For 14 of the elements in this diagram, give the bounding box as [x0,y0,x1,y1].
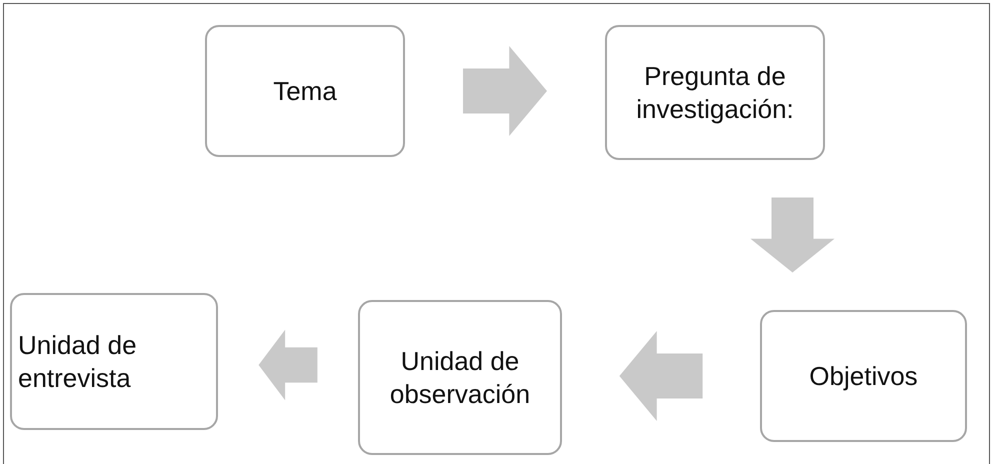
block-arrow [619,331,703,421]
block-arrow [750,198,834,272]
box-label: Tema [273,74,337,108]
box-label: Pregunta de investigación: [635,60,795,125]
process-box [358,300,562,455]
box-label: Unidad de observación [388,345,532,410]
process-box [205,25,405,157]
block-arrow [463,46,547,136]
process-box [760,310,967,442]
process-box [605,25,825,160]
block-arrow [258,330,318,400]
box-label: Unidad de entrevista [18,329,138,394]
process-box [10,293,218,430]
box-label: Objetivos [809,360,918,392]
